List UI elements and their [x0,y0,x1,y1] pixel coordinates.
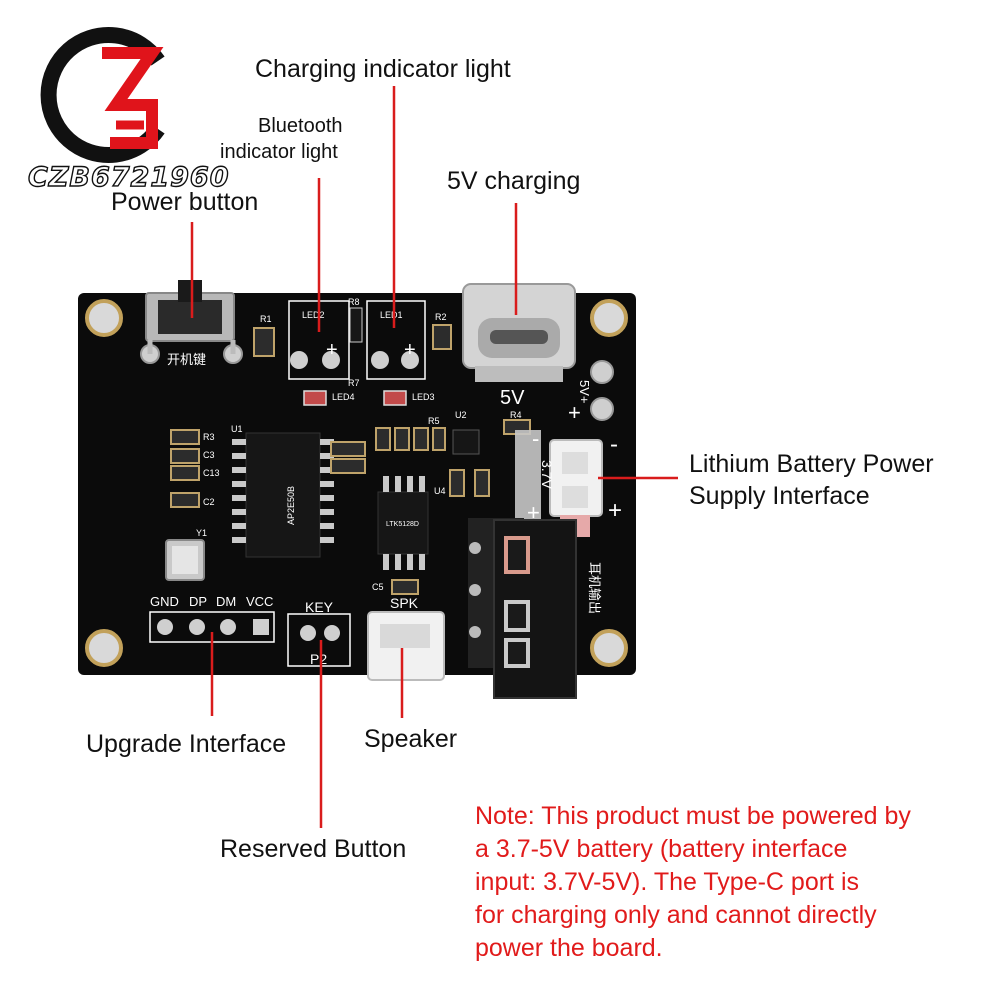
mounting-holes [85,299,628,667]
silk-led3: LED3 [412,392,435,402]
label-bluetooth-line2: indicator light [220,141,338,163]
silk-led1: LED1 [380,310,403,320]
silk-p2: P2 [310,651,327,667]
silk-y1: Y1 [196,528,207,538]
note-line-4: for charging only and cannot directly [475,901,877,929]
label-battery-line2: Supply Interface [689,482,870,510]
silk-spk: SPK [390,595,419,611]
label-bluetooth-line1: Bluetooth [258,115,343,137]
silk-bat-plus-2: + [608,497,622,524]
label-battery-line1: Lithium Battery Power [689,450,934,478]
silk-gnd: GND [150,594,179,609]
usb-type-c [462,283,576,382]
silk-c5: C5 [372,582,384,592]
audio-jack [468,518,577,699]
silk-r5: R5 [428,416,440,426]
silk-chip-u4: LTK5128D [386,521,419,528]
label-reserved-button: Reserved Button [220,835,407,863]
silk-c13: C13 [203,468,220,478]
note-line-1: Note: This product must be powered by [475,802,911,830]
silk-r4: R4 [510,410,522,420]
silk-ear-out: 耳机输出 [587,562,602,614]
brand-name: CZB6721960 [27,161,230,193]
label-charging-indicator: Charging indicator light [255,55,511,83]
silk-led2: LED2 [302,310,325,320]
silk-u4: U4 [434,486,446,496]
power-switch [140,280,243,364]
silk-led4: LED4 [332,392,355,402]
silk-5v: 5V [500,387,525,409]
silk-chip-u1: AP2E50B [286,486,296,525]
silk-bat: 3.7V [539,460,555,489]
silk-vplus: 5V+ [577,380,592,404]
label-upgrade-interface: Upgrade Interface [86,730,287,758]
silk-bat-minus-2: - [610,431,618,458]
silk-u1: U1 [231,424,243,434]
label-speaker: Speaker [364,725,458,753]
silk-c2: C2 [203,497,215,507]
ic-u1 [232,432,334,558]
note-line-5: power the board. [475,934,663,962]
silk-r3: R3 [203,432,215,442]
silk-led2-plus: + [326,339,338,361]
silk-dm: DM [216,594,236,609]
silk-bat-plus: + [527,500,540,525]
label-5v-charging: 5V charging [447,167,581,195]
silk-5v-plus: + [568,400,581,425]
ic-u4 [377,476,429,570]
silk-power-key: 开机键 [167,352,206,367]
silk-dp: DP [189,594,207,609]
silk-c3: C3 [203,450,215,460]
note-line-3: input: 3.7V-5V). The Type-C port is [475,868,859,896]
silk-vcc: VCC [246,594,273,609]
note-line-2: a 3.7-5V battery (battery interface [475,835,848,863]
label-power-button: Power button [111,188,259,216]
silk-r7: R7 [348,378,360,388]
silk-r1: R1 [260,314,272,324]
brand-logo [40,27,165,163]
silk-r8: R8 [348,297,360,307]
silk-r2: R2 [435,312,447,322]
silk-bat-minus: - [532,426,539,451]
silk-led1-plus: + [404,339,416,361]
silk-u2: U2 [455,410,467,420]
power-note: Note: This product must be powered by a … [475,800,985,965]
smd-components [170,324,531,595]
silk-key: KEY [305,599,334,615]
